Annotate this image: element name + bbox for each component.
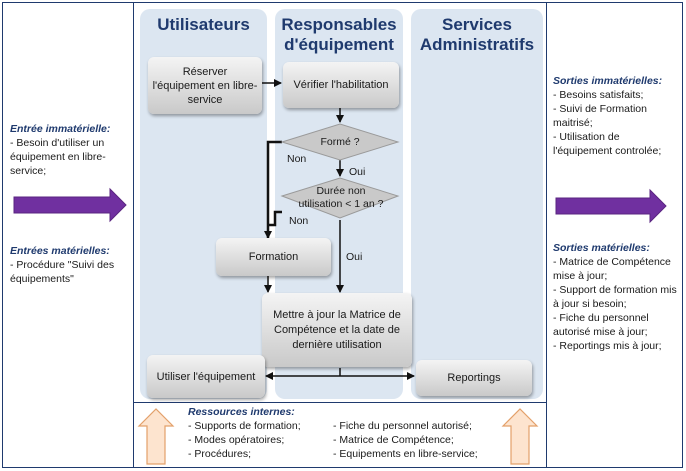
output-arrow [555, 188, 667, 224]
resource-item: - Procédures; [188, 448, 252, 460]
lane-title-users: Utilisateurs [157, 15, 250, 34]
step-verify: Vérifier l'habilitation [283, 62, 399, 108]
step-reportings: Reportings [416, 360, 532, 396]
inputs-material: Entrées matérielles: - Procédure "Suivi … [10, 244, 130, 286]
inputs-immaterial-item: - Besoin d'utiliser un équipement en lib… [10, 137, 106, 177]
resources-col1: Ressources internes: - Supports de forma… [188, 405, 338, 461]
lane-admin-services [411, 9, 543, 399]
outputs-material-item: - Support de formation mis à jour si bes… [553, 284, 677, 310]
step-training: Formation [216, 238, 331, 276]
resource-item: - Fiche du personnel autorisé; [333, 420, 472, 432]
resources-col2: - Fiche du personnel autorisé; - Matrice… [333, 419, 503, 461]
resource-item: - Equipements en libre-service; [333, 448, 478, 460]
resource-item: - Modes opératoires; [188, 434, 285, 446]
inputs-immaterial-heading: Entrée immatérielle: [10, 123, 111, 135]
resources-heading: Ressources internes: [188, 406, 295, 418]
outputs-material-heading: Sorties matérielles: [553, 242, 650, 254]
outputs-material-item: - Reportings mis à jour; [553, 340, 662, 352]
right-divider [546, 2, 547, 468]
resource-arrow-left [137, 408, 175, 465]
edge-label-non-1: Non [287, 153, 307, 165]
resource-arrow-right [501, 408, 539, 465]
edge-label-oui-2: Oui [346, 251, 363, 263]
outputs-immaterial: Sorties immatérielles: - Besoins satisfa… [553, 74, 681, 158]
lane-title-admin-services: Services Administratifs [419, 15, 535, 54]
outputs-material-item: - Matrice de Compétence mise à jour; [553, 256, 671, 282]
edge-label-non-2: Non [289, 215, 309, 227]
lane-title-equipment-managers: Responsables d'équipement [281, 15, 397, 54]
resource-item: - Matrice de Compétence; [333, 434, 454, 446]
outputs-immaterial-heading: Sorties immatérielles: [553, 75, 663, 87]
decision-unused-label: Durée non utilisation < 1 an ? [298, 185, 384, 210]
resource-item: - Supports de formation; [188, 420, 301, 432]
input-arrow [13, 187, 127, 223]
outputs-immaterial-item: - Besoins satisfaits; [553, 89, 644, 101]
edge-label-oui-1: Oui [349, 166, 366, 178]
inputs-material-item: - Procédure "Suivi des équipements" [10, 259, 115, 285]
left-divider [133, 2, 134, 468]
inputs-material-heading: Entrées matérielles: [10, 245, 110, 257]
step-use-equipment: Utiliser l'équipement [147, 355, 265, 398]
outputs-immaterial-item: - Utilisation de l'équipement controlée; [553, 131, 662, 157]
outputs-immaterial-item: - Suivi de Formation maitrisé; [553, 103, 647, 129]
edge-trained-no [264, 140, 282, 239]
step-reserve: Réserver l'équipement en libre-service [148, 57, 262, 114]
edge-unused-no [268, 210, 282, 227]
decision-trained-shape [280, 123, 400, 161]
decision-unused-shape [280, 177, 400, 219]
resources-divider [134, 402, 546, 403]
outputs-material-item: - Fiche du personnel autorisé mise à jou… [553, 312, 649, 338]
decision-trained-label: Formé ? [320, 136, 360, 148]
inputs-immaterial: Entrée immatérielle: - Besoin d'utiliser… [10, 122, 130, 178]
outputs-material: Sorties matérielles: - Matrice de Compét… [553, 241, 683, 353]
step-update-matrix: Mettre à jour la Matrice de Compétence e… [262, 293, 412, 367]
